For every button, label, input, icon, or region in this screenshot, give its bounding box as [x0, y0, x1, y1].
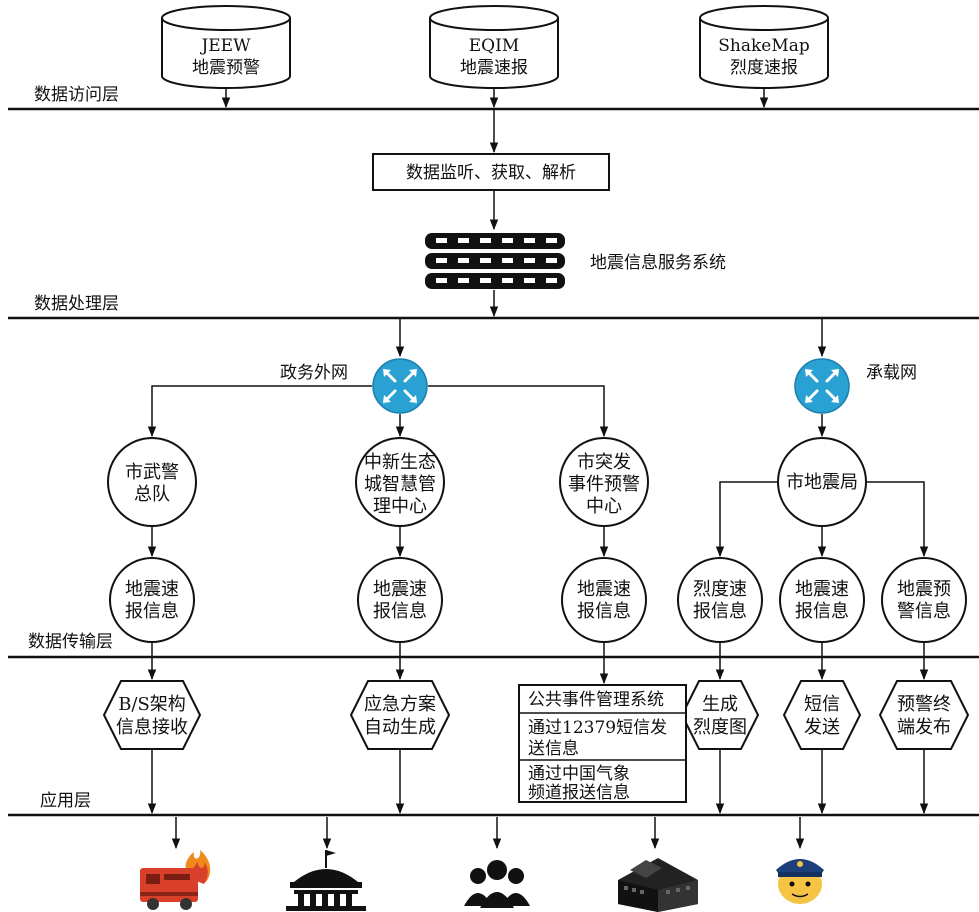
app-emergency-plan-line2: 自动生成 — [364, 717, 436, 738]
layer-label-application: 应用层 — [40, 791, 91, 811]
info-node-5-line2: 报信息 — [795, 601, 849, 622]
app-warning-terminal-line1: 预警终 — [897, 694, 951, 715]
layer-label-transmission: 数据传输层 — [28, 632, 113, 652]
police-officer-icon — [776, 859, 824, 904]
info-node-1-line2: 报信息 — [125, 601, 179, 622]
info-node-3-line1: 地震速 — [577, 579, 631, 600]
info-node-4: 烈度速 报信息 — [678, 558, 762, 642]
network-label-government: 政务外网 — [280, 363, 348, 383]
app-bs-receiver-line2: 信息接收 — [116, 717, 188, 738]
info-node-5-line1: 地震速 — [795, 579, 849, 600]
server-label: 地震信息服务系统 — [590, 253, 726, 273]
app-bs-receiver-line1: B/S架构 — [118, 694, 186, 715]
department-smart-city-line3: 理中心 — [373, 496, 427, 517]
public-system-sms-line1: 通过12379短信发 — [528, 718, 667, 738]
source-database-shakemap: ShakeMap 烈度速报 — [700, 6, 828, 88]
app-sms-send-line2: 发送 — [804, 717, 840, 738]
app-intensity-map: 生成 烈度图 — [682, 681, 758, 749]
public-event-system-box: 公共事件管理系统 通过12379短信发 送信息 通过中国气象 频道报送信息 — [519, 685, 686, 803]
process-box: 数据监听、获取、解析 — [373, 154, 609, 190]
info-node-1: 地震速 报信息 — [110, 558, 194, 642]
source-jeew-desc: 地震预警 — [192, 58, 260, 78]
public-system-tv-line1: 通过中国气象 — [528, 764, 630, 784]
layer-label-access: 数据访问层 — [34, 85, 119, 105]
public-system-tv-line2: 频道报送信息 — [528, 783, 630, 803]
app-warning-terminal: 预警终 端发布 — [880, 681, 968, 749]
fire-truck-icon — [140, 850, 210, 910]
app-sms-send: 短信 发送 — [784, 681, 860, 749]
end-user-arrows — [176, 817, 800, 848]
city-buildings-icon — [618, 858, 698, 912]
source-database-jeew: JEEW 地震预警 — [162, 6, 290, 88]
department-emergency-line1: 市突发 — [577, 452, 631, 473]
department-wujing-line2: 总队 — [134, 484, 170, 505]
department-earthquake-bureau-label: 市地震局 — [786, 472, 858, 493]
info-node-2-line2: 报信息 — [373, 601, 427, 622]
app-emergency-plan: 应急方案 自动生成 — [351, 681, 449, 749]
server-icon — [425, 233, 565, 289]
app-sms-send-line1: 短信 — [804, 694, 840, 715]
public-system-sms-line2: 送信息 — [528, 739, 579, 759]
info-node-4-line1: 烈度速 — [693, 579, 747, 600]
source-jeew-name: JEEW — [199, 36, 251, 56]
source-eqim-desc: 地震速报 — [460, 58, 528, 78]
department-wujing: 市武警 总队 — [108, 438, 196, 526]
info-node-6: 地震预 警信息 — [882, 558, 966, 642]
department-emergency-line2: 事件预警 — [568, 474, 640, 495]
source-eqim-name: EQIM — [469, 36, 519, 56]
info-node-5: 地震速 报信息 — [780, 558, 864, 642]
info-node-2: 地震速 报信息 — [358, 558, 442, 642]
info-node-3-line2: 报信息 — [577, 601, 631, 622]
info-node-1-line1: 地震速 — [125, 579, 179, 600]
network-label-carrier: 承载网 — [866, 363, 917, 383]
department-emergency-line3: 中心 — [586, 496, 622, 517]
source-shakemap-desc: 烈度速报 — [730, 58, 798, 78]
public-system-title: 公共事件管理系统 — [528, 690, 664, 710]
app-intensity-map-line1: 生成 — [702, 694, 738, 715]
app-emergency-plan-line1: 应急方案 — [364, 694, 436, 715]
source-shakemap-name: ShakeMap — [718, 36, 810, 56]
router-icon-carrier-network — [795, 359, 849, 413]
info-app-arrows — [152, 642, 924, 683]
info-node-2-line1: 地震速 — [373, 579, 427, 600]
app-bs-receiver: B/S架构 信息接收 — [104, 681, 200, 749]
source-arrows — [226, 88, 764, 152]
source-database-eqim: EQIM 地震速报 — [430, 6, 558, 88]
department-smart-city: 中新生态 城智慧管 理中心 — [356, 438, 444, 526]
department-emergency-warning: 市突发 事件预警 中心 — [560, 438, 648, 526]
government-building-icon — [286, 850, 366, 911]
app-intensity-map-line2: 烈度图 — [693, 717, 747, 738]
info-node-6-line1: 地震预 — [897, 579, 951, 600]
people-group-icon — [464, 860, 530, 908]
department-earthquake-bureau: 市地震局 — [778, 438, 866, 526]
department-smart-city-line2: 城智慧管 — [364, 474, 436, 495]
info-node-3: 地震速 报信息 — [562, 558, 646, 642]
department-wujing-line1: 市武警 — [125, 462, 179, 483]
layer-label-processing: 数据处理层 — [34, 294, 119, 314]
app-warning-terminal-line2: 端发布 — [897, 717, 951, 738]
info-node-4-line2: 报信息 — [693, 601, 747, 622]
department-smart-city-line1: 中新生态 — [364, 452, 436, 473]
process-box-label: 数据监听、获取、解析 — [406, 163, 576, 183]
network-connectors — [152, 319, 822, 436]
info-node-6-line2: 警信息 — [897, 601, 951, 622]
router-icon-government-network — [373, 359, 427, 413]
